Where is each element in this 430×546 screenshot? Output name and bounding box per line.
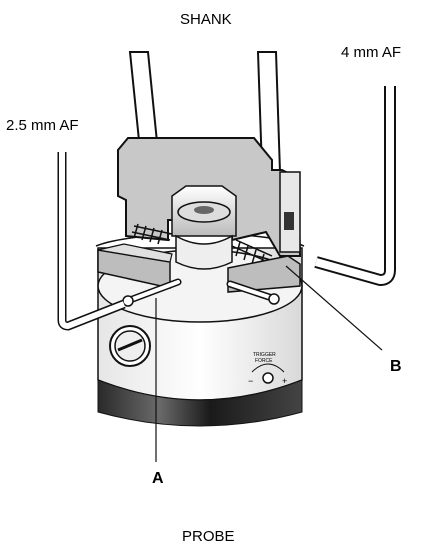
- screw-a: [122, 278, 182, 307]
- stylus-ball: [171, 185, 237, 270]
- force-label: FORCE: [255, 358, 273, 364]
- callout-b: B: [390, 358, 402, 375]
- trigger-force-adjuster: TRIGGER FORCE − +: [248, 352, 287, 386]
- adjuster-blocks: [97, 243, 301, 293]
- leader-lines: [155, 265, 383, 462]
- slotted-screw-icon: [109, 325, 151, 367]
- hex-key-4mm: [314, 86, 396, 286]
- probe-label: PROBE: [182, 528, 235, 545]
- hex-key-4mm-label: 4 mm AF: [341, 44, 402, 61]
- minus-sign: −: [248, 376, 253, 386]
- spring-right: [231, 239, 273, 269]
- hex-key-2-5mm: [57, 152, 126, 331]
- plus-sign: +: [282, 376, 287, 386]
- screw-b: [226, 280, 280, 305]
- spring-left: [131, 223, 173, 245]
- shank-label: SHANK: [180, 11, 232, 28]
- hex-key-2-5mm-label: 2.5 mm AF: [6, 117, 79, 134]
- leader-b: [285, 265, 383, 351]
- trigger-label: TRIGGER: [253, 352, 276, 358]
- callout-a: A: [152, 470, 164, 487]
